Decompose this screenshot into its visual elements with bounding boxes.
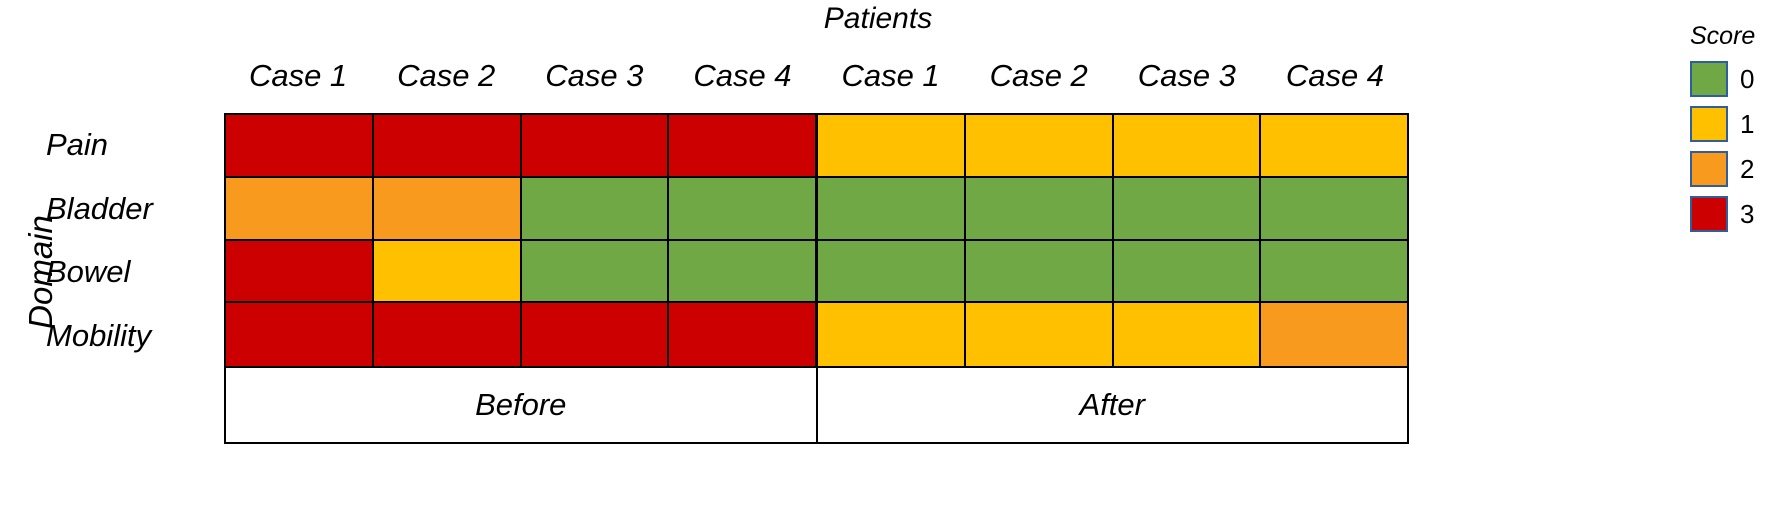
column-header-after-case-3: Case 3 [1137, 58, 1236, 93]
heatmap-cell-bladder-after-case-4 [1261, 177, 1407, 241]
column-header-after-case-2: Case 2 [989, 58, 1088, 93]
heatmap-cell-bowel-after-case-1 [818, 240, 966, 304]
heatmap-cell-bowel-before-case-1 [226, 240, 374, 304]
heatmap-cell-bowel-before-case-4 [669, 240, 818, 304]
legend-swatch-score-0 [1690, 61, 1728, 97]
heatmap-cell-bowel-after-case-4 [1261, 240, 1407, 304]
heatmap-cell-bowel-after-case-3 [1113, 240, 1262, 304]
heatmap-cell-bowel-before-case-3 [521, 240, 670, 304]
row-label-pain: Pain [46, 126, 109, 162]
heatmap-cell-pain-after-case-3 [1113, 115, 1262, 178]
heatmap-cell-pain-after-case-2 [965, 115, 1114, 178]
legend-label-score-2: 2 [1740, 154, 1755, 184]
column-header-after-case-1: Case 1 [841, 58, 940, 93]
column-header-before-case-4: Case 4 [693, 58, 792, 93]
heatmap-grid [224, 113, 1409, 368]
column-header-after-case-4: Case 4 [1285, 58, 1385, 93]
legend: Score 0 1 2 3 [1690, 22, 1772, 241]
heatmap-row-mobility [226, 303, 1407, 366]
legend-title: Score [1690, 22, 1756, 50]
heatmap-row-bowel [226, 240, 1407, 304]
heatmap-cell-mobility-after-case-3 [1113, 303, 1262, 366]
legend-swatch-score-2 [1690, 151, 1728, 187]
heatmap-cell-mobility-before-case-2 [373, 303, 522, 366]
heatmap-cell-pain-before-case-4 [669, 115, 818, 178]
group-footer-row: Before After [224, 368, 1409, 444]
heatmap-row-bladder [226, 177, 1407, 241]
heatmap-cell-pain-before-case-1 [226, 115, 374, 178]
heatmap-cell-pain-before-case-2 [373, 115, 522, 178]
chart-top-title: Patients [823, 2, 933, 35]
heatmap-cell-bowel-after-case-2 [965, 240, 1114, 304]
heatmap-cell-mobility-after-case-4 [1261, 303, 1407, 366]
heatmap-cell-pain-after-case-4 [1261, 115, 1407, 178]
column-header-before-case-3: Case 3 [545, 58, 644, 93]
group-label-after: After [817, 368, 1407, 442]
heatmap-cell-bladder-before-case-4 [669, 177, 818, 241]
legend-item-score-2: 2 [1690, 151, 1772, 187]
legend-item-score-0: 0 [1690, 61, 1772, 97]
row-label-bladder: Bladder [46, 190, 153, 226]
column-header-before-case-1: Case 1 [248, 58, 348, 93]
heatmap-cell-bladder-after-case-3 [1113, 177, 1262, 241]
heatmap-cell-bladder-before-case-1 [226, 177, 374, 241]
legend-label-score-0: 0 [1740, 64, 1755, 94]
group-label-before: Before [226, 368, 818, 442]
legend-swatch-score-3 [1690, 196, 1728, 232]
heatmap-cell-bladder-after-case-1 [818, 177, 966, 241]
heatmap-cell-mobility-before-case-4 [669, 303, 818, 366]
legend-item-score-1: 1 [1690, 106, 1772, 142]
heatmap-cell-pain-after-case-1 [818, 115, 966, 178]
heatmap-cell-bladder-before-case-3 [521, 177, 670, 241]
heatmap-cell-pain-before-case-3 [521, 115, 670, 178]
legend-item-score-3: 3 [1690, 196, 1772, 232]
heatmap-cell-mobility-after-case-2 [965, 303, 1114, 366]
heatmap-cell-mobility-before-case-3 [521, 303, 670, 366]
heatmap-cell-bladder-before-case-2 [373, 177, 522, 241]
heatmap-cell-mobility-after-case-1 [818, 303, 966, 366]
column-header-row: Case 1 Case 2 Case 3 Case 4 Case 1 Case 2 Case… [224, 58, 1409, 104]
legend-label-score-3: 3 [1740, 199, 1755, 229]
legend-label-score-1: 1 [1740, 109, 1755, 139]
legend-item-list: 0 1 2 3 [1690, 61, 1772, 232]
heatmap-row-pain [226, 115, 1407, 178]
heatmap-cell-bladder-after-case-2 [965, 177, 1114, 241]
row-label-bowel: Bowel [46, 254, 131, 290]
legend-swatch-score-1 [1690, 106, 1728, 142]
row-label-mobility: Mobility [46, 318, 152, 354]
heatmap-cell-bowel-before-case-2 [373, 240, 522, 304]
column-header-before-case-2: Case 2 [397, 58, 496, 93]
heatmap-cell-mobility-before-case-1 [226, 303, 374, 366]
